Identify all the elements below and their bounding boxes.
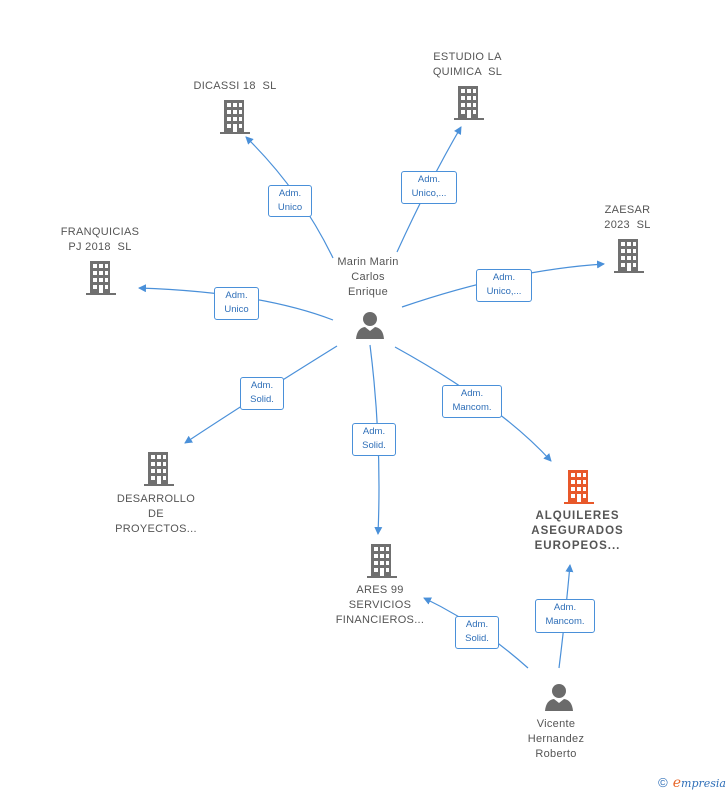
copyright-icon: © <box>658 775 668 790</box>
building-icon[interactable] <box>220 100 252 135</box>
building-icon[interactable] <box>144 452 176 487</box>
building-icon[interactable] <box>86 261 118 296</box>
edge-label-ares-vicente[interactable]: Adm.Solid. <box>455 616 499 649</box>
edge-label-dicassi[interactable]: Adm.Unico <box>268 185 312 217</box>
building-icon[interactable] <box>454 86 486 121</box>
person-icon[interactable] <box>355 310 385 340</box>
edge-label-zaesar[interactable]: Adm.Unico,... <box>476 269 532 302</box>
edge-label-franquicias[interactable]: Adm.Unico <box>214 287 259 320</box>
footer-brand: © empresia <box>658 775 726 791</box>
building-icon-highlighted[interactable] <box>564 470 596 505</box>
edge-label-ares-marin[interactable]: Adm.Solid. <box>352 423 396 456</box>
brand-logo-initial: e <box>672 775 682 791</box>
edge-label-alquileres-marin[interactable]: Adm.Mancom. <box>442 385 502 418</box>
brand-logo-text: mpresia <box>681 777 726 790</box>
building-icon[interactable] <box>614 239 646 274</box>
edge-label-estudio[interactable]: Adm.Unico,... <box>401 171 457 204</box>
building-icon[interactable] <box>367 544 399 579</box>
edge-label-alquileres-vicente[interactable]: Adm.Mancom. <box>535 599 595 633</box>
node-label-dicassi[interactable]: DICASSI 18 SL <box>193 80 277 92</box>
edge-label-desarrollo[interactable]: Adm.Solid. <box>240 377 284 410</box>
person-icon[interactable] <box>544 682 574 712</box>
